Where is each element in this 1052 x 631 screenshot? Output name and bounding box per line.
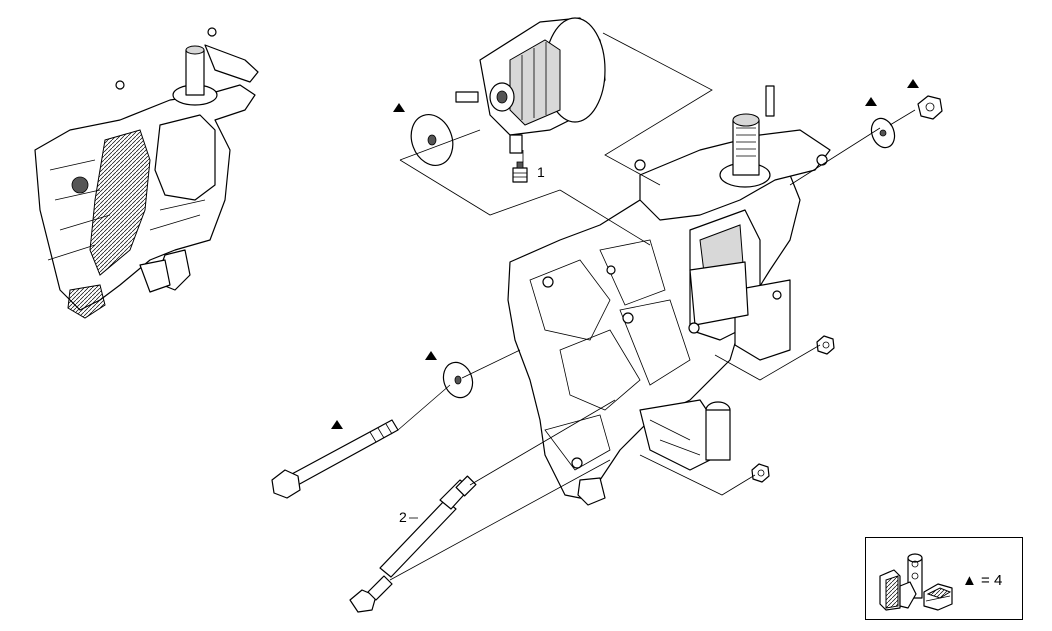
fitting-part-1 <box>512 161 528 183</box>
nut-upper-right <box>917 95 943 120</box>
triangle-marker-bolt <box>331 420 343 429</box>
triangle-markers <box>331 79 919 429</box>
triangle-marker-washer-lower <box>425 351 437 360</box>
callout-part-2: 2 <box>399 509 407 525</box>
actuator-motor <box>455 17 606 154</box>
steering-column-bracket <box>507 85 831 506</box>
washer-upper-right <box>870 117 896 149</box>
fastener-legend: ▲ = 4 <box>865 537 1023 620</box>
legend-equals-text: = 4 <box>981 572 1003 589</box>
washer-upper-left <box>410 114 454 166</box>
fastener-kit-icon <box>879 553 953 611</box>
nut-middle-right <box>816 335 835 355</box>
legend-quantity: ▲ = 4 <box>962 572 1002 589</box>
triangle-marker-nut-right <box>907 79 919 88</box>
triangle-marker-washer-left <box>393 103 405 112</box>
long-bolt <box>271 419 399 499</box>
callout-part-1: 1 <box>537 164 545 180</box>
leader-lines <box>389 32 916 581</box>
washer-lower <box>442 361 474 399</box>
assembled-column-overview <box>34 27 259 319</box>
gas-strut-part-2 <box>349 475 477 613</box>
nut-lower-right <box>751 463 770 483</box>
triangle-marker-washer-right <box>865 97 877 106</box>
legend-triangle-symbol: ▲ <box>962 572 977 589</box>
